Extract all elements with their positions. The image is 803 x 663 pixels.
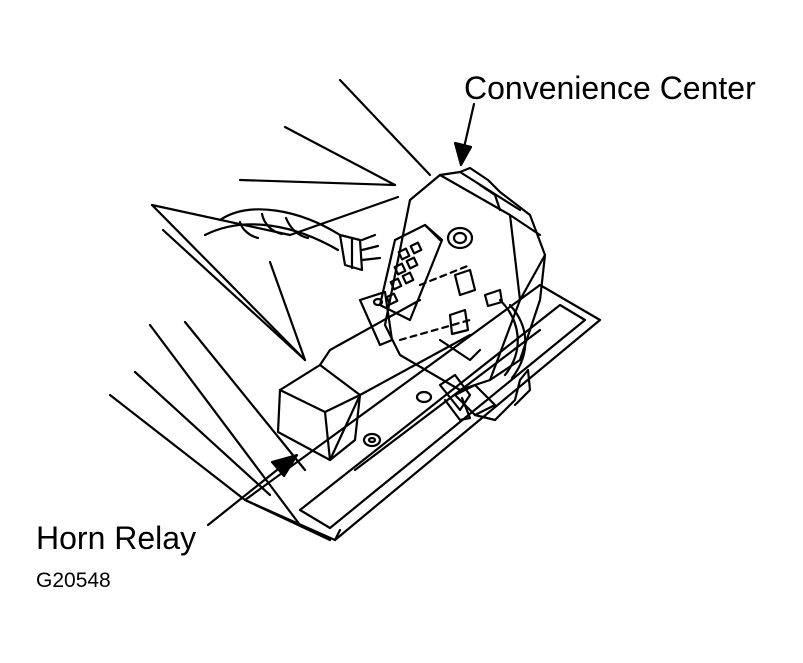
mounting-base-plate [243, 283, 602, 542]
convenience-center-label: Convenience Center [464, 70, 756, 106]
horn-relay-leader-arrow [206, 453, 299, 527]
convenience-center-leader-arrow [453, 102, 476, 167]
connector-block [358, 223, 444, 347]
horn-relay-label: Horn Relay [36, 520, 197, 556]
wiring-harness [203, 208, 382, 272]
convenience-center-housing [383, 166, 547, 392]
mounting-bracket [438, 368, 532, 422]
dash-panel-lines [108, 78, 432, 542]
figure-id-label: G20548 [36, 569, 111, 592]
